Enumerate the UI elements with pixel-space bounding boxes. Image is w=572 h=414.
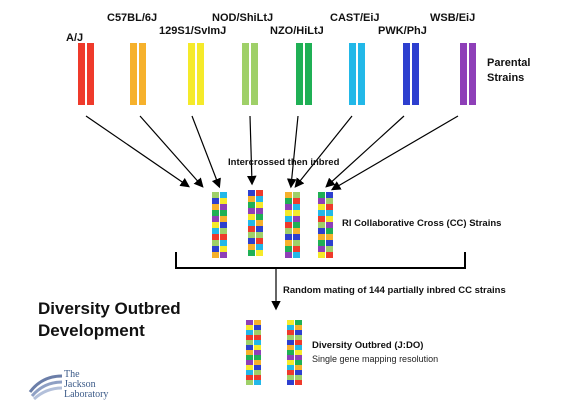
cc-strain-4 xyxy=(318,192,333,258)
cross-arrow-4 xyxy=(246,115,257,186)
cc-strain-chromosomes xyxy=(212,190,333,258)
logo-swoosh-icon xyxy=(28,374,63,400)
cross-arrows xyxy=(85,115,459,191)
intercrossed-label: Intercrossed then inbred xyxy=(228,157,340,168)
strain-label-c57bl6j: C57BL/6J xyxy=(107,12,158,24)
parental-strain-bars xyxy=(78,43,476,105)
parental-bar-7 xyxy=(403,43,419,105)
random-mating-label: Random mating of 144 partially inbred CC… xyxy=(283,285,506,296)
strain-label-wsb: WSB/EiJ xyxy=(430,12,476,24)
parental-strains-label: Parental Strains xyxy=(487,57,531,84)
do-subtitle: Single gene mapping resolution xyxy=(312,354,439,364)
strain-label-nzo: NZO/HiLtJ xyxy=(270,25,324,37)
logo-text-the: The xyxy=(64,369,80,380)
strain-label-pwk: PWK/PhJ xyxy=(378,25,427,37)
cross-arrow-2 xyxy=(139,115,204,188)
parental-bar-5 xyxy=(296,43,312,105)
strain-label-aj: A/J xyxy=(66,32,84,44)
parental-bar-8 xyxy=(460,43,476,105)
strain-label-nod: NOD/ShiLtJ xyxy=(212,12,274,24)
jackson-lab-logo: The Jackson Laboratory xyxy=(28,366,128,406)
page-title: Diversity Outbred Development xyxy=(38,299,181,340)
parental-bar-6 xyxy=(349,43,365,105)
do-strain-1 xyxy=(246,320,261,385)
cc-bracket xyxy=(175,252,466,311)
cc-strain-2 xyxy=(248,190,263,256)
cc-strain-1 xyxy=(212,192,227,258)
cc-strains-label: RI Collaborative Cross (CC) Strains xyxy=(342,218,502,229)
parental-bar-3 xyxy=(188,43,204,105)
cross-arrow-6 xyxy=(294,115,353,188)
strain-label-cast: CAST/EiJ xyxy=(330,12,380,24)
cc-strain-3 xyxy=(285,192,300,258)
parental-bar-1 xyxy=(78,43,94,105)
cross-arrow-5 xyxy=(286,115,299,189)
do-title: Diversity Outbred (J:DO) xyxy=(312,340,424,351)
cross-arrow-7 xyxy=(325,115,405,188)
cross-arrow-3 xyxy=(191,115,221,189)
cross-arrow-8 xyxy=(330,115,459,191)
logo-text-laboratory: Laboratory xyxy=(64,389,109,400)
do-strain-2 xyxy=(287,320,302,385)
cross-arrow-1 xyxy=(85,115,190,188)
parental-bar-4 xyxy=(242,43,258,105)
do-strain-chromosomes xyxy=(246,320,302,385)
parental-bar-2 xyxy=(130,43,146,105)
strain-label-129s1: 129S1/SvImJ xyxy=(159,25,227,37)
logo-text-jackson: Jackson xyxy=(64,379,96,390)
